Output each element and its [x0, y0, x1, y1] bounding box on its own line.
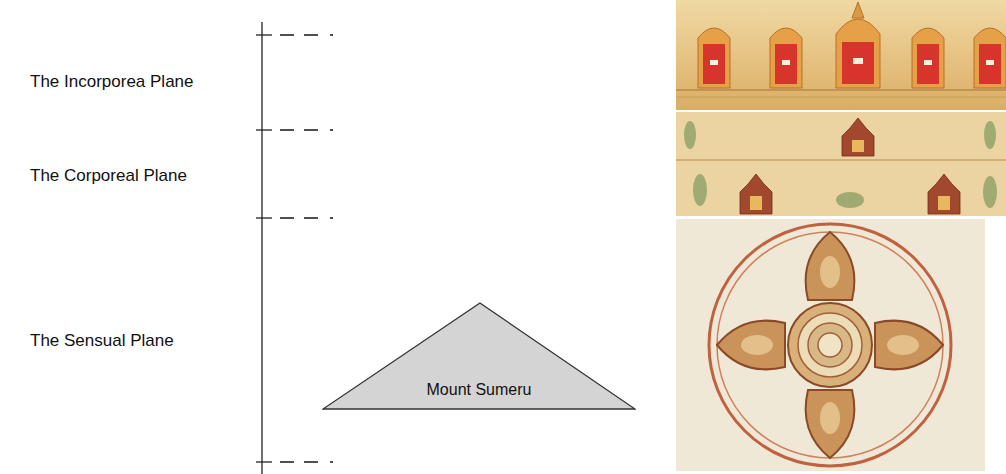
mandala-painting	[676, 219, 985, 471]
plane-axis	[256, 22, 333, 474]
plane-label: The Incorporea Plane	[30, 72, 194, 92]
mountain-triangle: Mount Sumeru	[322, 302, 636, 410]
node-label: Mount Sumeru	[322, 381, 636, 399]
pavilion-painting	[676, 112, 1006, 216]
plane-label: The Sensual Plane	[30, 331, 174, 351]
plane-label: The Corporeal Plane	[30, 166, 187, 186]
shrine-painting	[676, 0, 1006, 110]
